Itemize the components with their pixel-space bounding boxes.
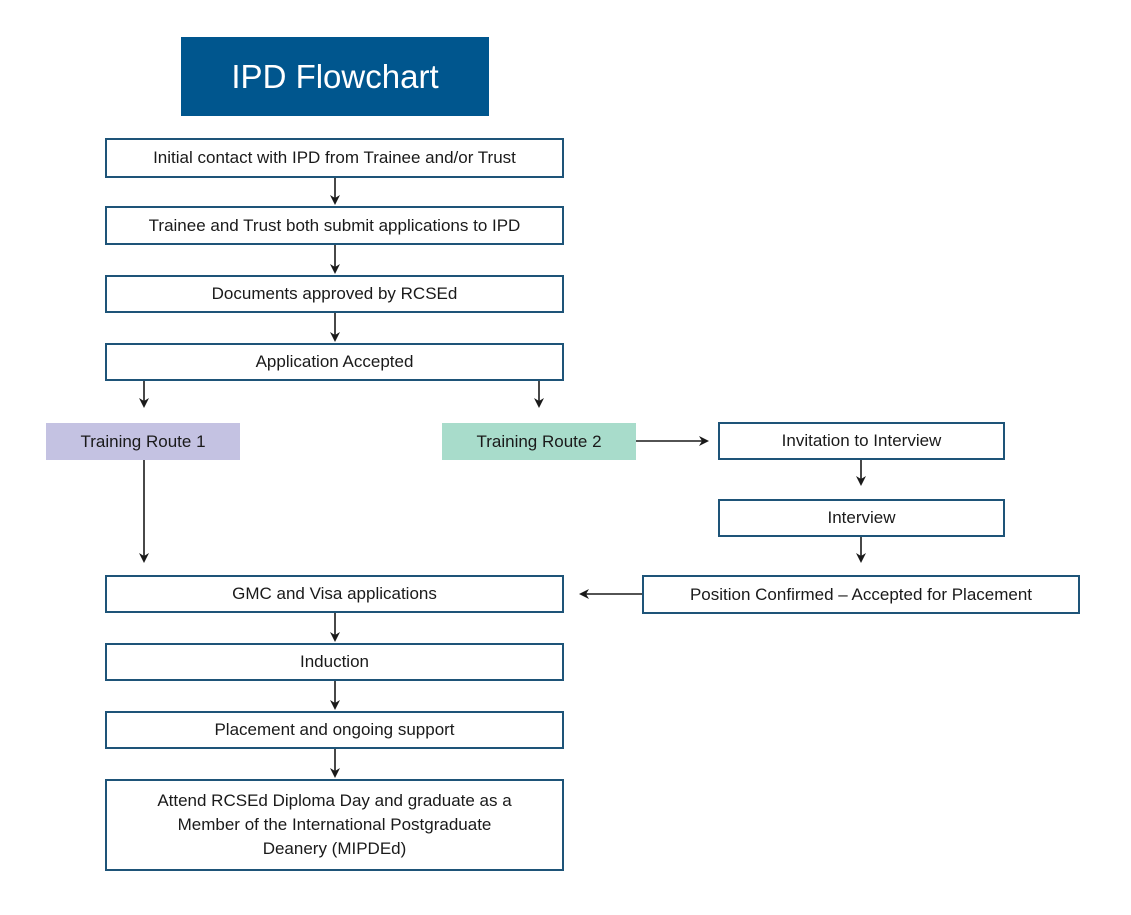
training-route-1: Training Route 1 bbox=[46, 423, 240, 460]
training-route-2: Training Route 2 bbox=[442, 423, 636, 460]
step-position-confirmed: Position Confirmed – Accepted for Placem… bbox=[642, 575, 1080, 614]
step-initial-contact: Initial contact with IPD from Trainee an… bbox=[105, 138, 564, 178]
step-graduate: Attend RCSEd Diploma Day and graduate as… bbox=[105, 779, 564, 871]
step-documents-approved: Documents approved by RCSEd bbox=[105, 275, 564, 313]
step-gmc-visa: GMC and Visa applications bbox=[105, 575, 564, 613]
step-invitation-to-interview: Invitation to Interview bbox=[718, 422, 1005, 460]
step-placement: Placement and ongoing support bbox=[105, 711, 564, 749]
flowchart-title: IPD Flowchart bbox=[181, 37, 489, 116]
step-interview: Interview bbox=[718, 499, 1005, 537]
step-application-accepted: Application Accepted bbox=[105, 343, 564, 381]
step-submit-applications: Trainee and Trust both submit applicatio… bbox=[105, 206, 564, 245]
step-induction: Induction bbox=[105, 643, 564, 681]
